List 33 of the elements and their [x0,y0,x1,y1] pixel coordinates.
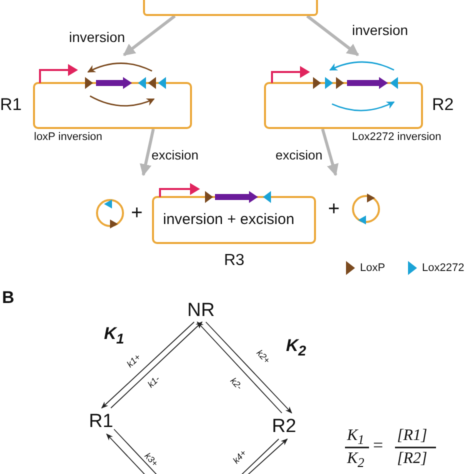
arrow [110,322,203,408]
construct-label: R3 [224,253,244,269]
equilibrium-constant: K$_{1}$ [104,325,124,347]
arrow [196,321,282,414]
edge-label: inversion [350,23,410,37]
edge-label: inversion [68,30,126,44]
panel-label: B [2,289,14,306]
formula-term: K$_{2}$ [347,451,364,470]
arrow [140,128,155,176]
arrow [321,128,339,176]
state-label: R2 [271,413,297,439]
node-text: inversion + excision [163,212,294,227]
legend-label: LoxP [360,263,386,274]
state-label: R1 [88,408,114,434]
arrow [101,322,195,408]
edge-label: excision [274,148,324,162]
legend-label: Lox2272 [422,263,464,274]
formula-term: K$_{1}$ [347,428,364,447]
arrow [123,14,176,56]
state-label: NR [186,298,216,322]
arrow [205,322,292,414]
plus-sign: + [131,203,143,223]
construct-label: R2 [432,96,454,113]
node-text: Lox2272 inversion [352,132,442,143]
edge-label: excision [150,148,200,162]
equals-sign: = [373,436,384,454]
equilibrium-constant: K$_{2}$ [286,337,306,359]
plus-sign: + [328,199,340,219]
arrow [306,14,359,56]
node-text: loxP inversion [34,132,102,143]
formula-term: [R1] [397,428,428,444]
construct-label: R1 [0,96,22,113]
formula-term: [R2] [397,451,428,467]
